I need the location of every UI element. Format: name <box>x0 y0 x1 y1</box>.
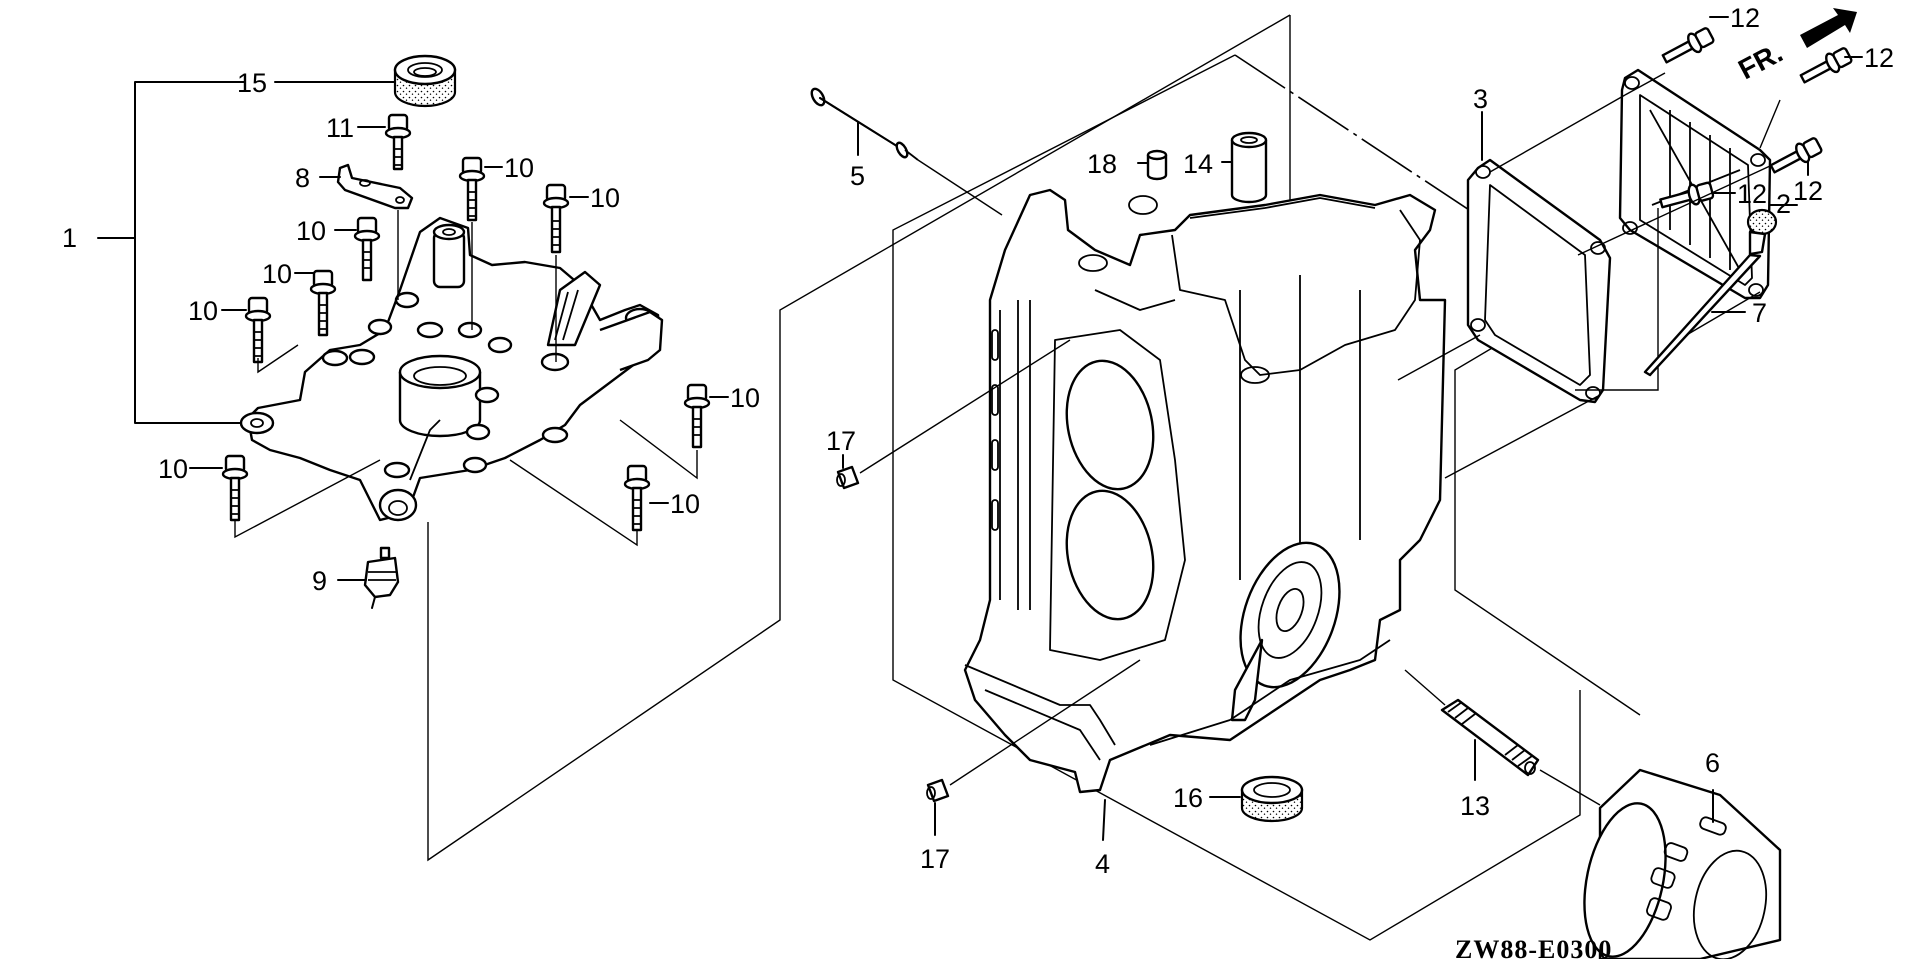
callout-labels: 1 2 3 4 5 6 7 8 9 10 10 10 10 10 10 10 1… <box>62 3 1894 959</box>
leader-1-bracket <box>134 81 246 424</box>
callout-10-g[interactable]: 10 <box>158 454 188 484</box>
callout-15[interactable]: 15 <box>237 68 267 98</box>
left-leaders <box>189 14 1291 862</box>
callout-6[interactable]: 6 <box>1705 748 1720 778</box>
breather-gasket-part[interactable] <box>1466 158 1612 404</box>
crankcase-group <box>97 14 1291 862</box>
callout-9[interactable]: 9 <box>312 566 327 596</box>
breather-group: FR. <box>1397 8 1863 959</box>
cylinder-block-part[interactable] <box>963 188 1447 794</box>
oil-filter-stud-part[interactable] <box>1440 698 1540 777</box>
callout-2[interactable]: 2 <box>1776 189 1791 219</box>
oil-pressure-switch-part[interactable] <box>363 546 400 609</box>
oil-filter-part[interactable] <box>1572 768 1782 959</box>
callout-7[interactable]: 7 <box>1752 298 1767 328</box>
callout-17-b[interactable]: 17 <box>920 844 950 874</box>
callout-10-b[interactable]: 10 <box>590 183 620 213</box>
callout-12-a[interactable]: 12 <box>1730 3 1760 33</box>
bolt-10-b[interactable] <box>542 183 570 254</box>
callout-4[interactable]: 4 <box>1095 849 1110 879</box>
bolt-10-h[interactable] <box>623 464 651 532</box>
callout-8[interactable]: 8 <box>295 163 310 193</box>
bolt-10-a[interactable] <box>458 156 486 222</box>
dowel-pin-large-part[interactable] <box>1230 131 1268 204</box>
cover-bolt-c[interactable] <box>1768 136 1823 178</box>
callout-11[interactable]: 11 <box>326 113 354 143</box>
callout-10-f[interactable]: 10 <box>730 383 760 413</box>
callout-13[interactable]: 13 <box>1460 791 1490 821</box>
bolt-10-c[interactable] <box>353 216 381 282</box>
assembly-line-left <box>427 14 1291 862</box>
bolt-10-d[interactable] <box>309 269 337 337</box>
front-direction-arrow-icon <box>1800 8 1857 48</box>
bolt-11[interactable] <box>384 113 412 171</box>
oil-dipstick-part[interactable] <box>1643 208 1778 377</box>
cover-bolt-b[interactable] <box>1798 46 1853 88</box>
bolt-10-e[interactable] <box>244 296 272 364</box>
bolt-10-g[interactable] <box>221 454 249 522</box>
callout-5[interactable]: 5 <box>850 161 865 191</box>
diagram-code: ZW88-E0300 <box>1455 935 1612 959</box>
callout-17-a[interactable]: 17 <box>826 426 856 456</box>
cylinder-block-group <box>809 54 1641 941</box>
front-marker-text: FR. <box>1733 37 1787 86</box>
callout-12-b[interactable]: 12 <box>1864 43 1894 73</box>
oil-seal-lower-part[interactable] <box>1240 775 1304 823</box>
bolts-10 <box>221 113 711 609</box>
callout-16[interactable]: 16 <box>1173 783 1203 813</box>
crankcase-part[interactable] <box>239 216 664 522</box>
callout-10-a[interactable]: 10 <box>504 153 534 183</box>
callout-18[interactable]: 18 <box>1087 149 1117 179</box>
dowel-pin-lower-part[interactable] <box>926 778 950 803</box>
oil-seal-upper-part[interactable] <box>393 54 457 108</box>
callout-10-e[interactable]: 10 <box>188 296 218 326</box>
right-leaders <box>1397 16 1863 479</box>
callout-3[interactable]: 3 <box>1473 84 1488 114</box>
bolt-10-f[interactable] <box>683 383 711 449</box>
dowel-pin-small-part[interactable] <box>1146 149 1168 181</box>
callout-10-h[interactable]: 10 <box>670 489 700 519</box>
bracket-plate-part[interactable] <box>336 163 414 210</box>
long-bolt-part[interactable] <box>809 87 1003 216</box>
cover-bolt-a[interactable] <box>1660 26 1715 68</box>
callout-10-c[interactable]: 10 <box>296 216 326 246</box>
callout-14[interactable]: 14 <box>1183 149 1213 179</box>
cover-bolt-d[interactable] <box>1659 180 1715 213</box>
dowel-pin-upper-part[interactable] <box>836 465 860 490</box>
callout-1[interactable]: 1 <box>62 223 77 253</box>
callout-12-c[interactable]: 12 <box>1793 176 1823 206</box>
callout-10-d[interactable]: 10 <box>262 259 292 289</box>
callout-12-d[interactable]: 12 <box>1737 179 1767 209</box>
